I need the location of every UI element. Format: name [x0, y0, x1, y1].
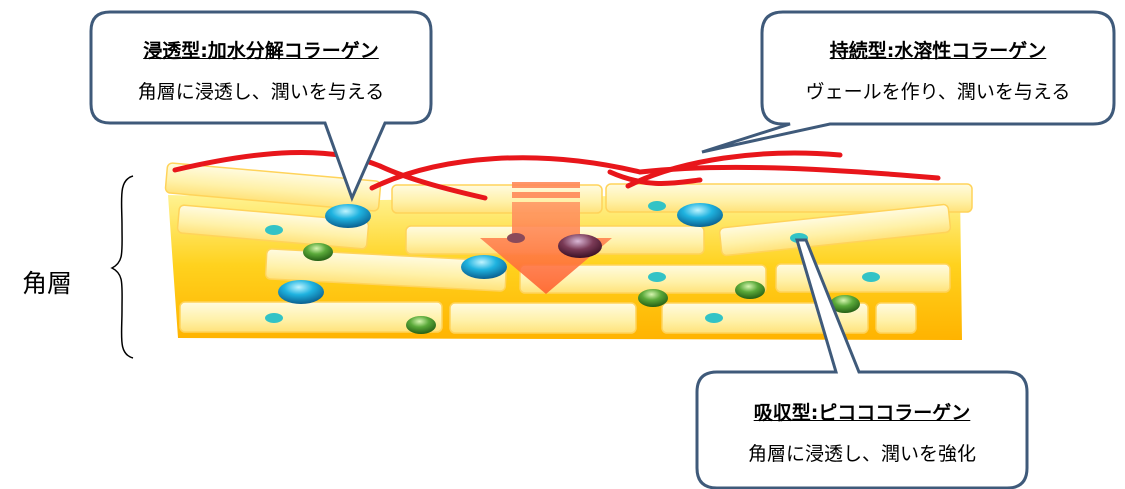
down-arrow-icon [480, 182, 612, 294]
molecule-icon [862, 272, 880, 282]
molecule-icon [406, 316, 436, 334]
molecule-icon [265, 225, 283, 235]
callout-description: 角層に浸透し、潤いを強化 [747, 443, 976, 465]
small-molecules [265, 201, 880, 323]
molecule-icon [461, 255, 507, 279]
molecule-icon [638, 289, 668, 307]
arrow-molecules [507, 233, 602, 258]
molecule-icon [303, 243, 333, 261]
cell [164, 162, 382, 212]
callout-sustained: 持続型:水溶性コラーゲン ヴェールを作り、潤いを与える [762, 10, 1114, 104]
callout-bubbles [89, 10, 1116, 489]
molecule-icon [507, 233, 525, 243]
molecule-icon [558, 234, 602, 258]
molecule-icon [265, 313, 283, 323]
cell [875, 302, 917, 334]
callout-description: ヴェールを作り、潤いを与える [805, 81, 1071, 103]
stratum-corneum-label: 角層 [22, 269, 73, 298]
medium-molecules [303, 243, 860, 334]
callout-absorption: 吸収型:ピコココラーゲン 角層に浸透し、潤いを強化 [697, 372, 1027, 466]
molecule-icon [705, 313, 723, 323]
callout-1-bubble [89, 10, 433, 203]
large-molecules [278, 203, 723, 304]
molecule-icon [677, 203, 723, 227]
molecule-icon [648, 201, 666, 211]
callout-title: 浸透型:加水分解コラーゲン [143, 40, 379, 62]
brace-icon [110, 175, 134, 359]
callout-3-bubble [695, 238, 1029, 489]
callout-2-bubble [701, 10, 1116, 154]
molecule-icon [735, 281, 765, 299]
callout-description: 角層に浸透し、潤いを与える [137, 81, 385, 103]
callout-title: 持続型:水溶性コラーゲン [829, 40, 1047, 62]
cell [449, 302, 637, 334]
cell [718, 203, 952, 257]
callout-title: 吸収型:ピコココラーゲン [753, 402, 971, 424]
molecule-icon [325, 204, 371, 228]
molecule-icon [278, 280, 324, 304]
callout-penetration: 浸透型:加水分解コラーゲン 角層に浸透し、潤いを与える [91, 10, 431, 104]
molecule-icon [648, 272, 666, 282]
molecule-icon [830, 295, 860, 313]
cell [179, 301, 443, 333]
